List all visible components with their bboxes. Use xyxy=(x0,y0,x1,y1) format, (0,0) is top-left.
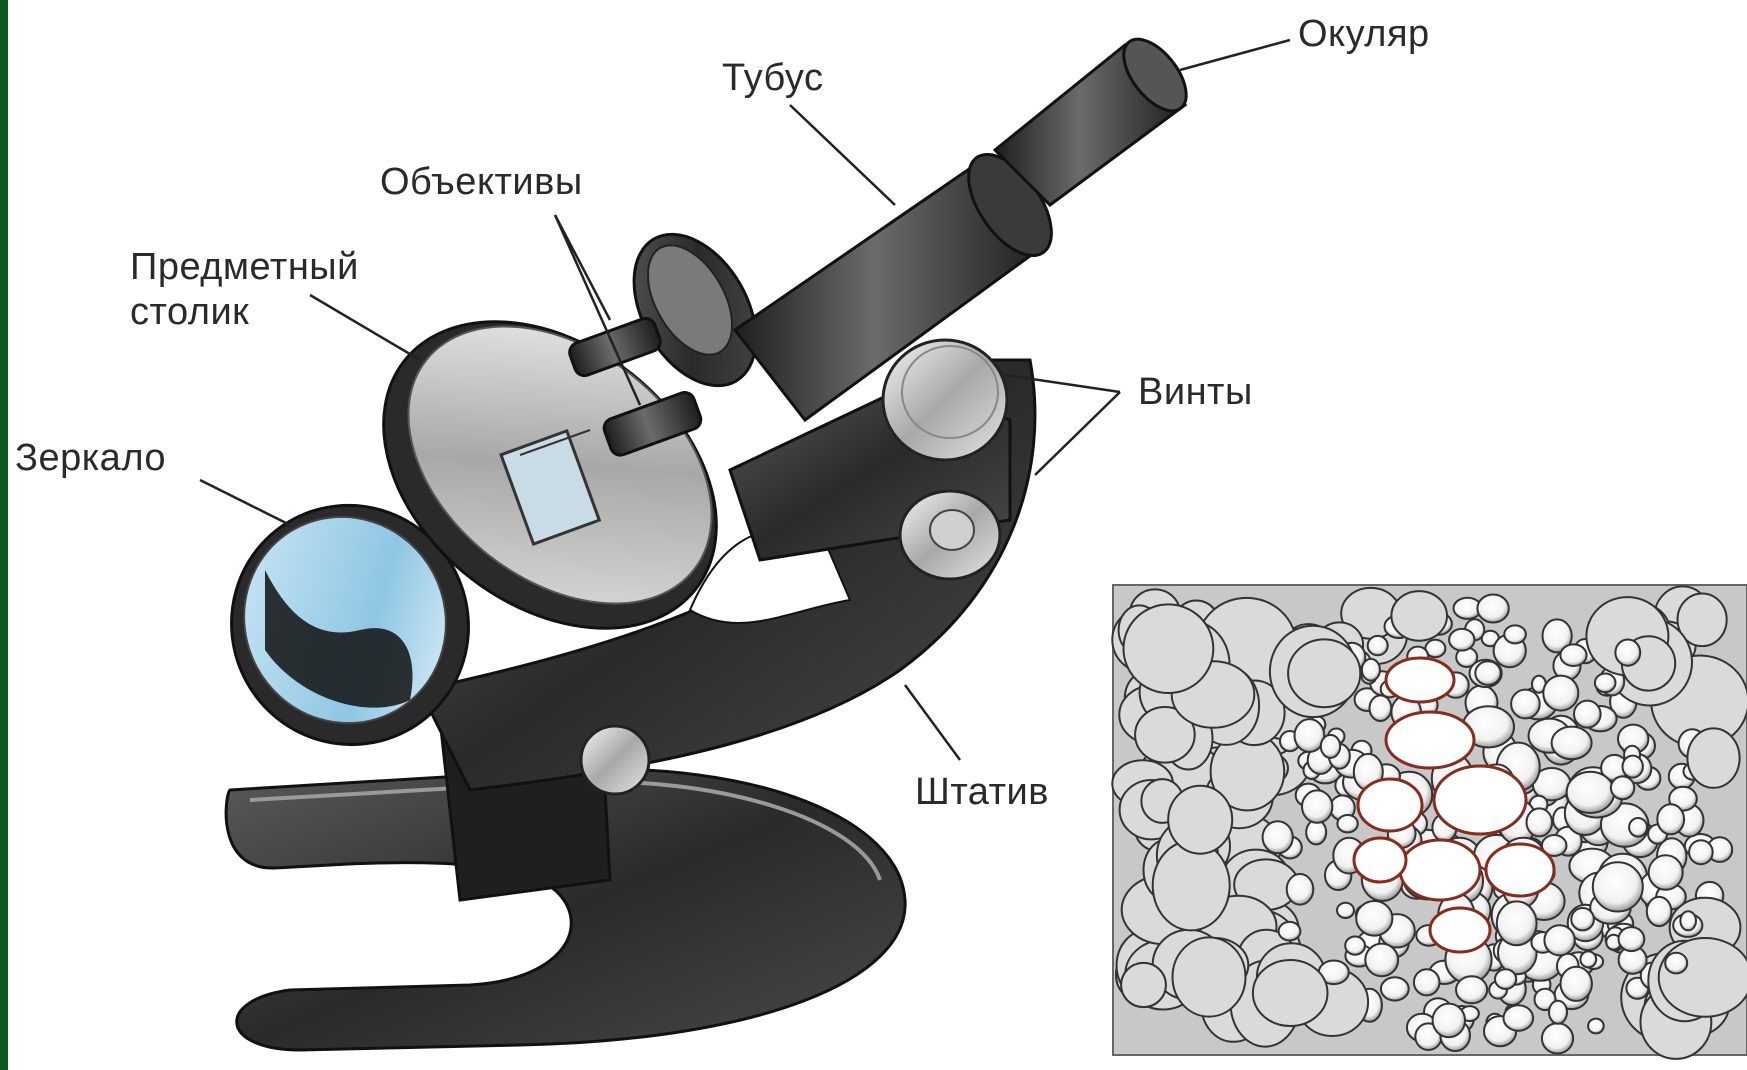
micrograph-cell xyxy=(1263,821,1293,853)
eyepiece-leader xyxy=(1180,40,1290,70)
micrograph-cell xyxy=(1124,604,1214,693)
micrograph-cell xyxy=(1495,969,1516,989)
micrograph-cell xyxy=(1504,1005,1534,1031)
micrograph-cell xyxy=(1511,690,1540,719)
micrograph-cell xyxy=(1567,772,1615,813)
micrograph-cell xyxy=(1615,640,1640,666)
micrograph-cell xyxy=(1619,927,1645,951)
micrograph-cell xyxy=(1302,790,1332,822)
micrograph-cell xyxy=(1475,661,1500,685)
micrograph-cell xyxy=(1153,841,1230,931)
micrograph-cell xyxy=(1687,728,1739,787)
micrograph-cell xyxy=(1588,1019,1604,1034)
micrograph-vessel xyxy=(1386,658,1454,702)
micrograph-cell xyxy=(1561,967,1592,1001)
label-screws: Винты xyxy=(1138,370,1253,414)
micrograph-cell xyxy=(1370,695,1392,721)
micrograph-cell xyxy=(1173,937,1246,1016)
micrograph-cell xyxy=(1168,786,1232,854)
micrograph-cell xyxy=(1391,591,1447,641)
micrograph-cell xyxy=(1362,659,1380,681)
micrograph-cell xyxy=(1680,911,1696,930)
micrograph-cell xyxy=(1611,776,1634,799)
label-stage-line2: столик xyxy=(130,290,249,334)
micrograph-cell xyxy=(1595,674,1616,693)
micrograph-cell xyxy=(1549,1001,1567,1024)
micrograph-cell xyxy=(1571,908,1594,930)
micrograph-cell xyxy=(1659,938,1747,1017)
micrograph-cell xyxy=(1365,944,1398,977)
micrograph-cell xyxy=(1574,701,1601,728)
micrograph-cell xyxy=(1337,815,1357,832)
micrograph-vessel xyxy=(1430,908,1490,952)
micrograph-cell xyxy=(1527,808,1553,836)
micrograph-cell xyxy=(1368,636,1388,655)
micrograph-cell xyxy=(1623,756,1643,778)
microscope-illustration xyxy=(189,28,1198,1050)
micrograph-cell xyxy=(1337,903,1354,918)
micrograph-cell xyxy=(1552,727,1592,760)
eyepiece xyxy=(995,28,1198,205)
label-objectives: Объективы xyxy=(380,160,583,204)
micrograph-cell xyxy=(1542,1023,1573,1053)
micrograph-cell xyxy=(1560,644,1586,666)
micrograph-cell xyxy=(1647,897,1672,926)
micrograph-cell xyxy=(1345,937,1365,955)
micrograph-cell xyxy=(1477,595,1508,623)
micrograph-inset xyxy=(1112,585,1747,1059)
micrograph-cell xyxy=(1433,1004,1465,1038)
micrograph-cell xyxy=(1456,976,1487,1003)
label-mirror: Зеркало xyxy=(15,436,166,480)
micrograph-cell xyxy=(1321,735,1340,758)
label-tube: Тубус xyxy=(722,56,824,100)
micrograph-cell xyxy=(1657,804,1684,834)
micrograph-cell xyxy=(1593,862,1643,911)
micrograph-cell xyxy=(1121,963,1166,1007)
micrograph-cell xyxy=(1580,951,1596,967)
lower-knob xyxy=(581,726,649,794)
tube-leader xyxy=(790,105,895,205)
micrograph-vessel xyxy=(1386,712,1474,768)
micrograph-cell xyxy=(1689,840,1713,864)
micrograph-cell xyxy=(1504,625,1526,643)
micrograph-vessel xyxy=(1486,844,1554,896)
micrograph-cell xyxy=(1279,922,1301,941)
micrograph-cell xyxy=(1287,874,1314,905)
mirror-leader xyxy=(200,480,290,525)
stage-leader xyxy=(310,295,420,360)
micrograph-vessel xyxy=(1400,840,1480,900)
micrograph-cell xyxy=(1544,925,1574,955)
micrograph-vessel xyxy=(1354,838,1406,882)
micrograph-cell xyxy=(1665,953,1687,974)
micrograph-cell xyxy=(1381,977,1409,1000)
micrograph-cell xyxy=(1356,901,1392,936)
micrograph-cell xyxy=(1414,969,1440,995)
micrograph-cell xyxy=(1629,818,1647,837)
micrograph-cell xyxy=(1253,960,1328,1026)
micrograph-cell xyxy=(1543,676,1578,711)
screws-leader-2 xyxy=(1035,392,1120,475)
micrograph-cell xyxy=(1449,629,1474,651)
micrograph-cell xyxy=(1649,855,1683,889)
label-stage-line1: Предметный xyxy=(130,245,359,289)
label-stand: Штатив xyxy=(915,770,1049,814)
micrograph-vessel xyxy=(1434,766,1526,834)
label-eyepiece: Окуляр xyxy=(1298,12,1430,56)
micrograph-cell xyxy=(1288,639,1360,707)
micrograph-vessel xyxy=(1358,779,1422,831)
micrograph-cell xyxy=(1497,901,1537,945)
stand-leader xyxy=(905,685,960,760)
